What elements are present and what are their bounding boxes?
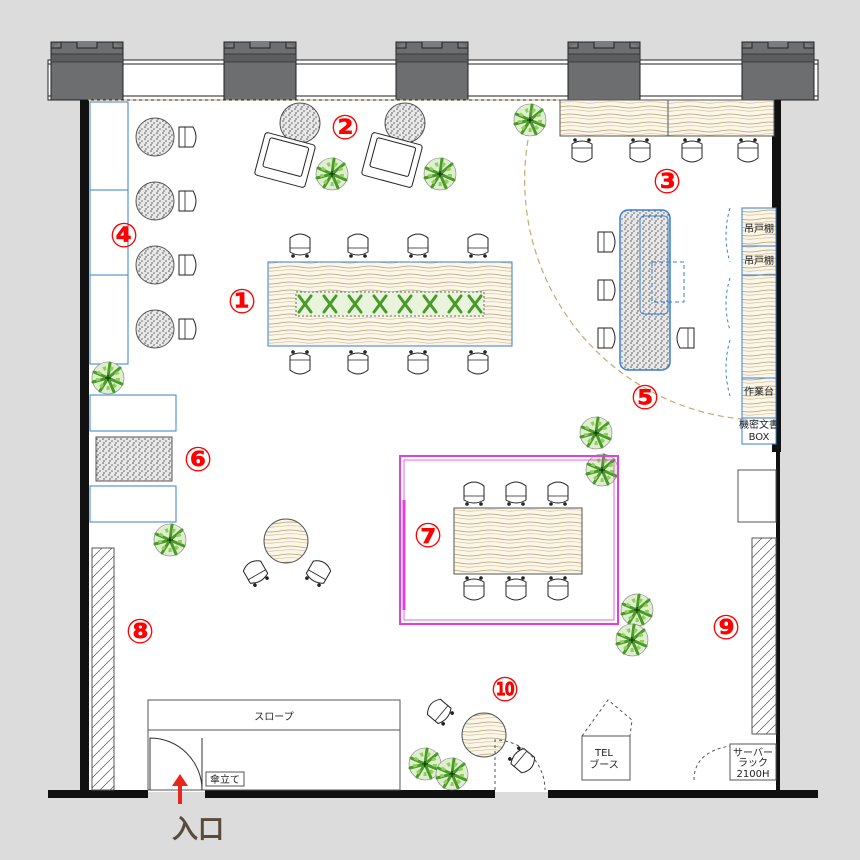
entrance-slope: 傘立て スロープ bbox=[147, 699, 401, 791]
zone-4-number: ④ bbox=[110, 216, 139, 256]
tel-booth: TEL ブース bbox=[581, 699, 633, 781]
tel-booth-label-1: TEL bbox=[594, 748, 613, 759]
zone-5-island bbox=[597, 209, 695, 371]
worktable-label: 作業台 bbox=[744, 385, 774, 398]
zone-10-number: ⑩ bbox=[491, 670, 520, 710]
zone-6-sofa bbox=[89, 394, 177, 523]
zone-9-number: ⑨ bbox=[712, 608, 741, 648]
round-table-area bbox=[240, 518, 334, 589]
right-storage: 吊戸棚 吊戸棚 作業台 機密文書 BOX bbox=[725, 207, 779, 445]
zone-2-lounge bbox=[254, 102, 426, 188]
zone-3-number: ③ bbox=[653, 162, 682, 202]
zone-4-bench bbox=[89, 101, 197, 365]
cabinet-label-1: 吊戸棚 bbox=[744, 222, 774, 235]
zone-6-number: ⑥ bbox=[184, 440, 213, 480]
confidential-box-label-1: 機密文書 bbox=[739, 418, 779, 431]
window-unit-2 bbox=[223, 41, 297, 101]
server-rack-label-3: 2100H bbox=[737, 769, 770, 780]
zone-9-storage bbox=[737, 469, 777, 735]
confidential-box-label-2: BOX bbox=[749, 432, 770, 443]
window-unit-5 bbox=[741, 41, 815, 101]
window-unit-3 bbox=[395, 41, 469, 101]
zone-7-meeting-room bbox=[399, 455, 619, 625]
entrance-label: 入口 bbox=[172, 815, 224, 845]
zone-5-number: ⑤ bbox=[631, 378, 660, 418]
umbrella-stand-label: 傘立て bbox=[210, 773, 240, 786]
server-rack: サーバー ラック 2100H bbox=[693, 743, 777, 781]
zone-1-number: ① bbox=[228, 282, 257, 322]
zone-7-number: ⑦ bbox=[414, 516, 443, 556]
zone-2-number: ② bbox=[331, 108, 360, 148]
zone-8-number: ⑧ bbox=[126, 612, 155, 652]
zone-3-counter bbox=[524, 99, 775, 421]
zone-1-work-table bbox=[267, 233, 513, 375]
zone-8-storage bbox=[91, 547, 115, 791]
server-rack-label-1: サーバー bbox=[733, 747, 773, 759]
server-rack-label-2: ラック bbox=[738, 757, 768, 769]
window-unit-1 bbox=[50, 41, 124, 101]
tel-booth-label-2: ブース bbox=[589, 758, 619, 771]
slope-label: スロープ bbox=[254, 711, 293, 723]
cabinet-label-2: 吊戸棚 bbox=[744, 254, 774, 267]
entrance-arrow bbox=[172, 774, 188, 804]
window-unit-4 bbox=[567, 41, 641, 101]
